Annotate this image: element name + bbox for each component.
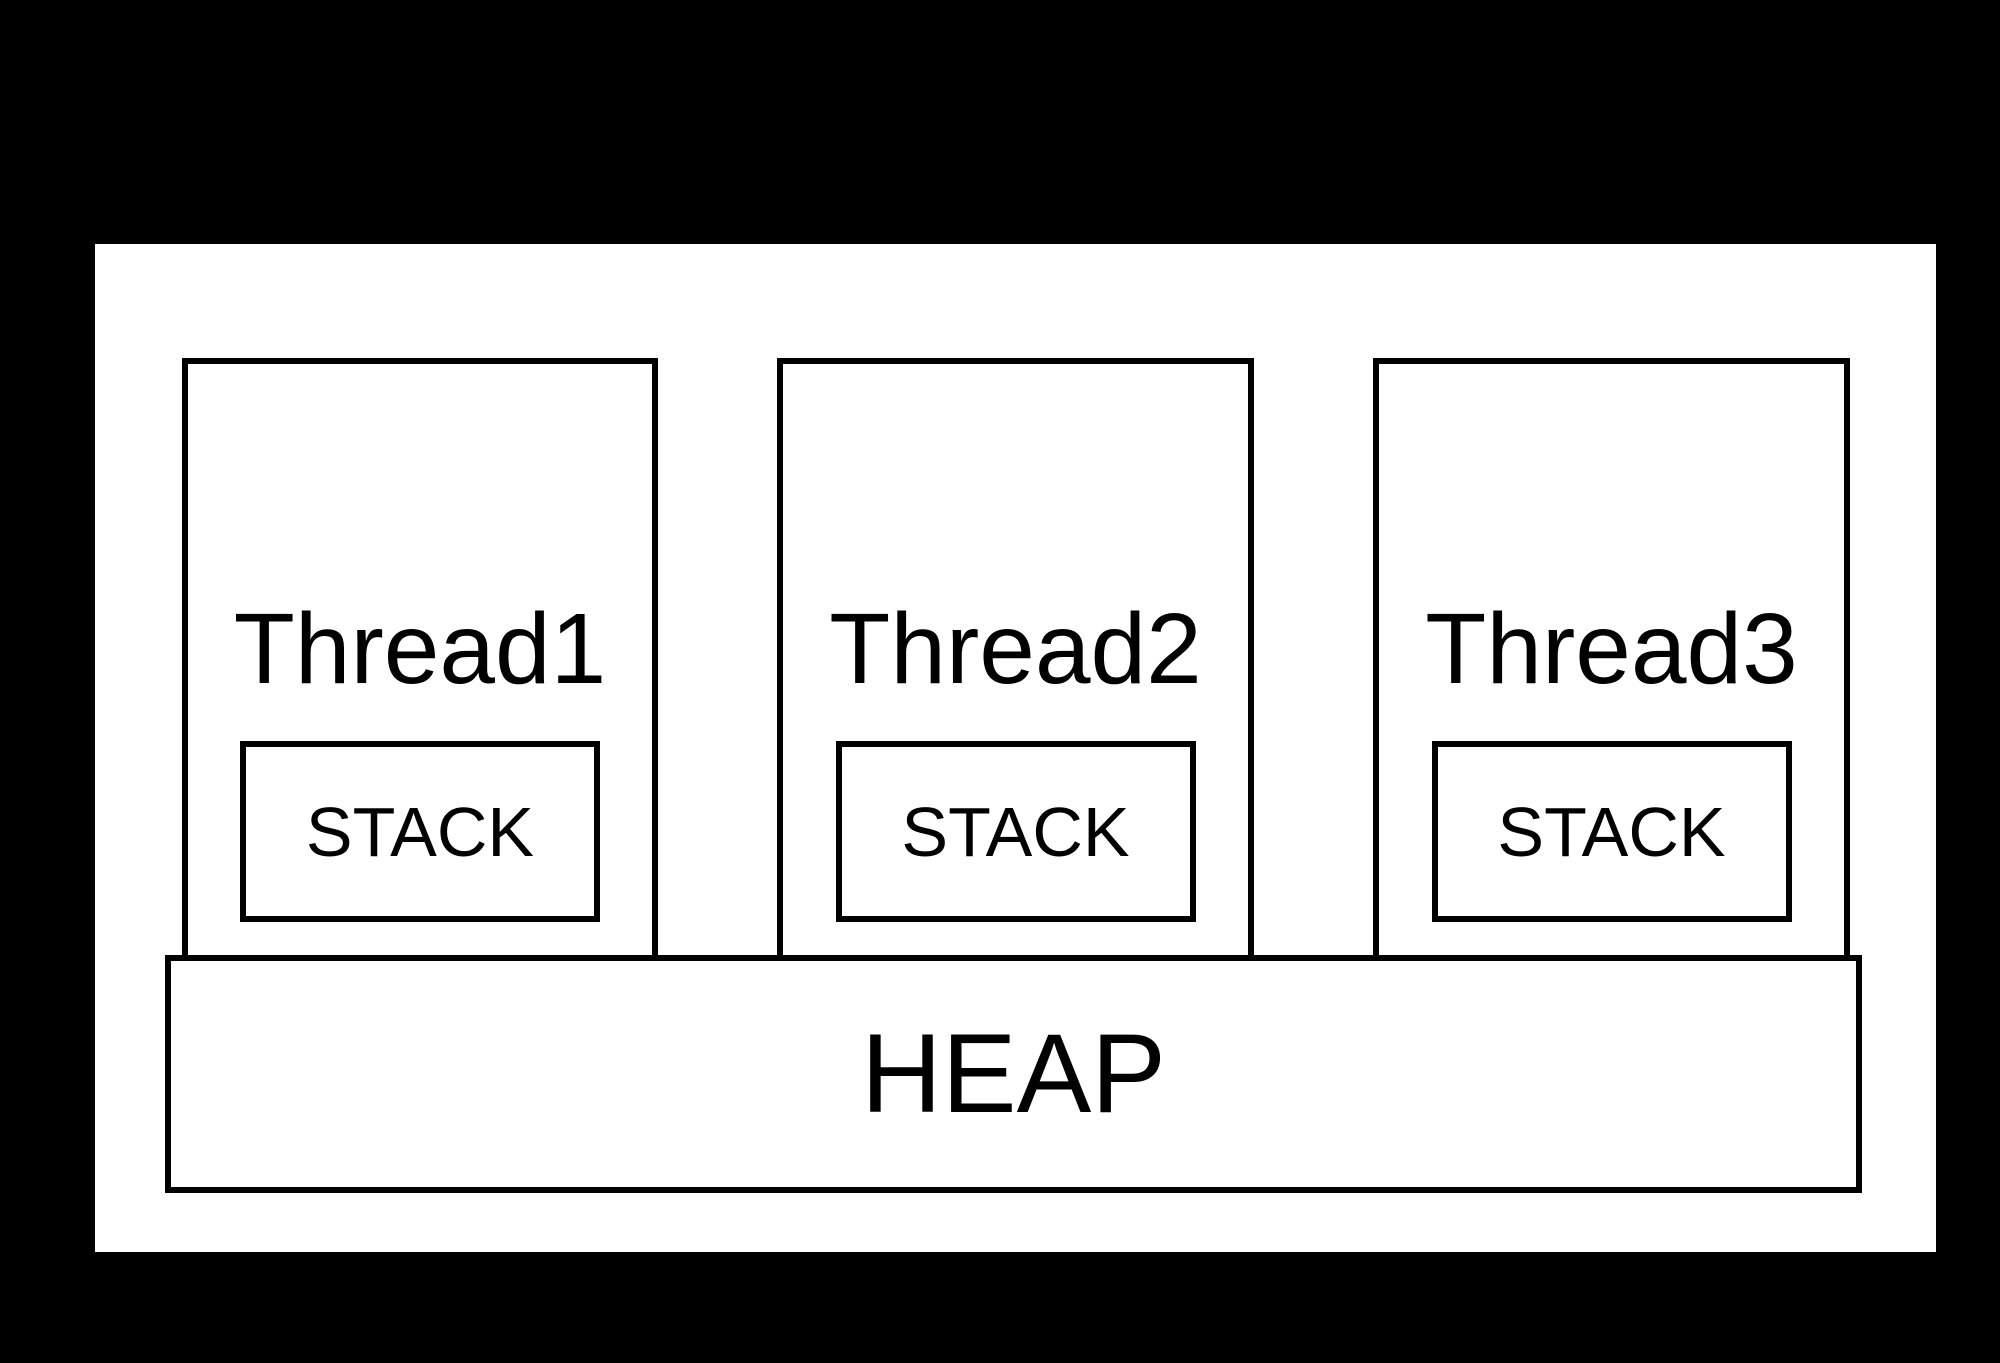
thread-1-label: Thread1: [233, 593, 607, 705]
thread-1-stack-box: STACK: [240, 741, 600, 922]
thread-3-stack-label: STACK: [1497, 792, 1726, 871]
thread-1-stack-label: STACK: [305, 792, 535, 871]
thread-box-2: Thread2 STACK: [777, 358, 1254, 955]
thread-3-label: Thread3: [1425, 593, 1798, 705]
thread-2-stack-box: STACK: [835, 741, 1196, 922]
thread-3-stack-box: STACK: [1431, 741, 1792, 922]
thread-box-1: Thread1 STACK: [182, 358, 658, 955]
heap-box: HEAP: [165, 955, 1862, 1193]
thread-2-stack-label: STACK: [901, 792, 1130, 871]
process-panel: Thread1 STACK Thread2 STACK Thread3 STAC…: [95, 244, 1936, 1252]
thread-box-3: Thread3 STACK: [1373, 358, 1850, 955]
heap-label: HEAP: [861, 1011, 1166, 1136]
thread-2-label: Thread2: [829, 593, 1202, 705]
